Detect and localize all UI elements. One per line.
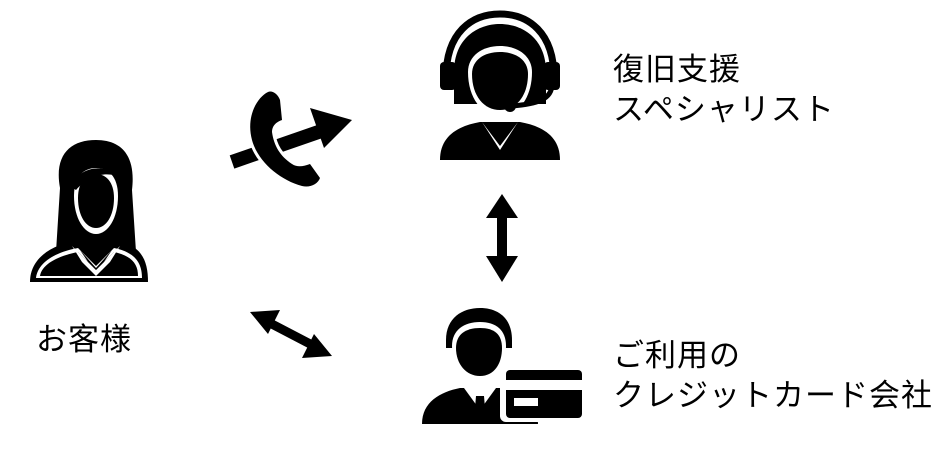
double-arrow-vertical <box>486 194 518 282</box>
card-company-label-line2: クレジットカード会社 <box>613 378 933 414</box>
call-arrow <box>229 108 352 169</box>
woman-silhouette-icon <box>30 140 148 282</box>
card-company-label-line1: ご利用の <box>613 338 741 374</box>
customer-label-text: お客様 <box>36 322 132 358</box>
card-company-label: ご利用の クレジットカード会社 <box>613 336 933 416</box>
customer-label: お客様 <box>36 320 132 360</box>
double-arrow-diagonal <box>250 310 332 358</box>
telephone-handset-icon <box>247 88 324 190</box>
specialist-label: 復旧支援 スペシャリスト <box>613 50 835 130</box>
specialist-label-line2: スペシャリスト <box>613 92 835 128</box>
specialist-label-line1: 復旧支援 <box>613 52 741 88</box>
businessman-with-card-icon <box>422 308 586 424</box>
headset-operator-icon <box>440 10 560 160</box>
